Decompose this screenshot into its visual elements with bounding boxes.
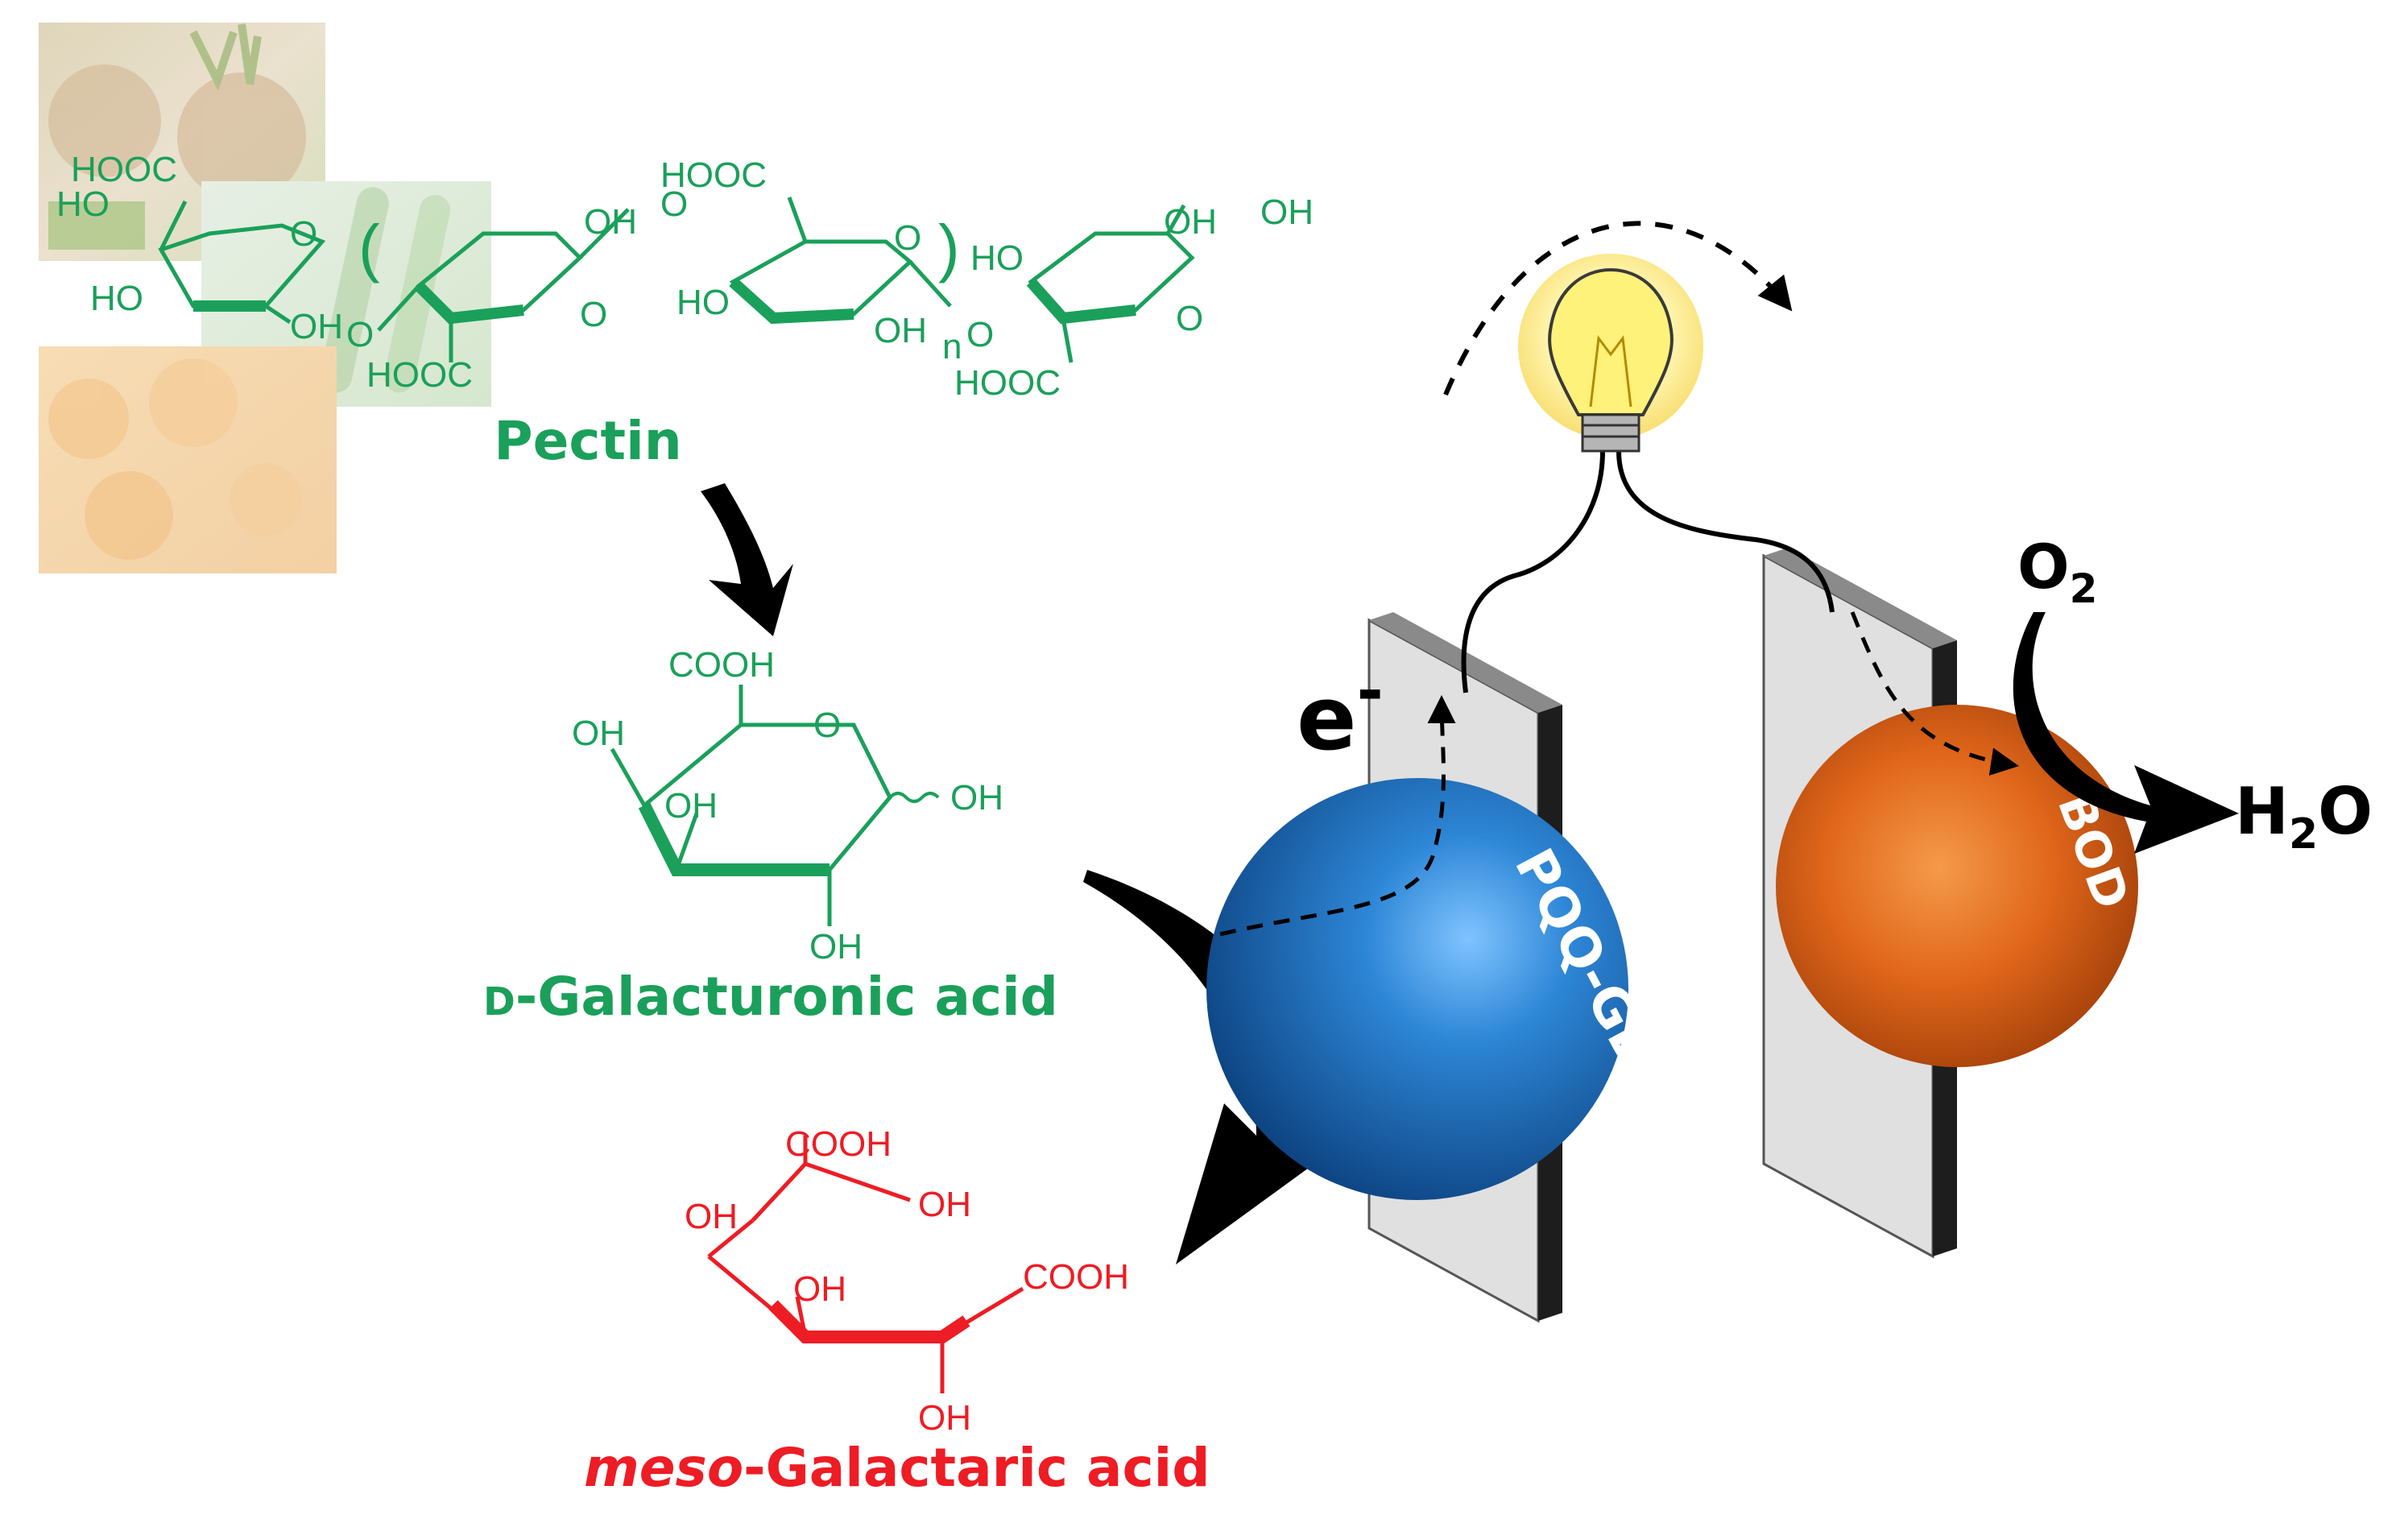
atom-label: HO	[90, 279, 143, 318]
oh-label: OH	[664, 786, 718, 826]
conversion-arrow	[1083, 870, 1353, 1264]
external-wire	[1461, 450, 1835, 693]
bod-enzyme	[1776, 705, 2138, 1067]
atom-label: HO	[56, 184, 110, 224]
pqq-gdh-enzyme	[1206, 778, 1628, 1200]
oh-label: OH	[809, 927, 863, 966]
atom-label: HOOC	[366, 355, 473, 395]
orange-shapes	[48, 358, 302, 560]
light-bulb-icon	[1518, 254, 1703, 453]
atom-label: OH	[874, 311, 927, 350]
galacturonic-structure	[610, 685, 940, 926]
cooh-label: COOH	[785, 1124, 892, 1164]
atom-label: O	[346, 315, 374, 354]
cathode-electron-path	[1850, 611, 2019, 776]
cucumber-shapes	[320, 187, 451, 393]
oh-label: OH	[572, 714, 625, 753]
oh-label: OH	[918, 1185, 971, 1224]
atom-label: O	[290, 214, 317, 254]
atom-label: OH	[290, 307, 343, 346]
oh-label: OH	[950, 778, 1003, 817]
atom-label: HOOC	[954, 363, 1061, 403]
beet-shapes	[48, 23, 306, 250]
oxygen-reduction-arrow	[2013, 612, 2239, 854]
atom-label: O	[966, 315, 994, 354]
oh-label: OH	[685, 1197, 738, 1236]
atom-label: OH	[1164, 202, 1217, 242]
galacturonic-name: D-Galacturonic acid	[483, 966, 1058, 1028]
oxygen-label: O2	[2017, 531, 2097, 612]
galactaric-name: meso-Galactaric acid	[584, 1437, 1210, 1499]
atom-label: O	[660, 184, 688, 224]
atom-label: HO	[970, 238, 1024, 278]
repeat-index: n	[942, 327, 962, 366]
bracket-open: (	[358, 212, 380, 284]
pectin-structure	[158, 197, 1195, 363]
bracket-close: )	[938, 212, 960, 284]
oh-label: OH	[918, 1398, 971, 1438]
anode-electron-path	[1219, 695, 1456, 937]
atom-label: O	[580, 295, 607, 334]
pectin-atom-labels: HOOC HO O HO OH O HOOC OH O O HOOC O HO …	[56, 150, 1314, 403]
galactaric-labels: COOH OH OH OH COOH OH	[685, 1124, 1129, 1438]
atom-label: OH	[584, 202, 637, 242]
water-label: H2O	[2235, 774, 2373, 859]
electron-label: e-	[1297, 653, 1384, 770]
galacturonic-labels: COOH O OH OH OH OH	[572, 645, 1003, 966]
cooh-label: COOH	[668, 645, 775, 685]
source-photos	[0, 0, 515, 580]
pectin-to-galacturonic-arrow	[701, 483, 793, 636]
ring-oxygen-label: O	[813, 706, 841, 745]
atom-label: OH	[1260, 192, 1314, 232]
atom-label: HOOC	[71, 150, 177, 189]
oh-label: OH	[793, 1269, 846, 1309]
cooh-label: COOH	[1023, 1257, 1129, 1297]
atom-label: HO	[676, 283, 730, 322]
atom-label: O	[894, 218, 921, 258]
galactaric-structure	[707, 1136, 1024, 1393]
atom-label: O	[1176, 299, 1203, 338]
atom-label: HOOC	[660, 155, 767, 195]
pectin-name: Pectin	[494, 410, 681, 472]
